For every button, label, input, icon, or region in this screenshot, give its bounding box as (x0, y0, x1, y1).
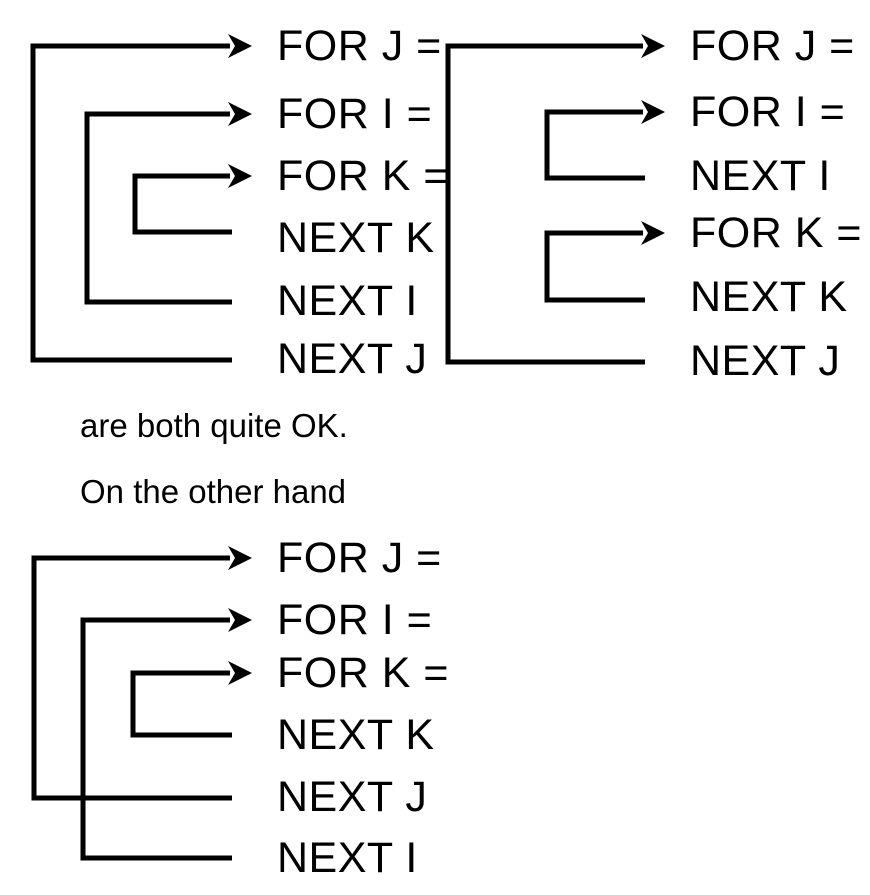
loop-bracket-i (84, 111, 232, 305)
code-line: NEXT I (277, 834, 418, 882)
loop-bracket-k (544, 230, 645, 303)
arrowhead-for-j (228, 546, 252, 570)
code-line: FOR J = (277, 22, 442, 70)
loop-bracket-i (544, 109, 645, 181)
code-line: FOR J = (690, 22, 855, 70)
loop-bracket-k (130, 670, 232, 738)
code-line: FOR J = (277, 534, 442, 582)
prose-line-on-the-other-hand: On the other hand (80, 473, 347, 510)
arrowhead-for-j (228, 34, 252, 58)
code-line: FOR I = (690, 88, 846, 136)
diagram-crossed-loops-jik: FOR J = FOR I = FOR K = NEXT K NEXT J NE… (0, 520, 450, 895)
arrowhead-for-i (228, 608, 252, 632)
code-line: FOR K = (277, 649, 449, 697)
code-line: FOR K = (277, 152, 449, 200)
code-line: FOR I = (277, 90, 433, 138)
code-line: NEXT K (277, 214, 435, 262)
arrowhead-for-j (641, 34, 665, 58)
arrowhead-for-k (641, 221, 665, 245)
arrowhead-for-i (641, 100, 665, 124)
loop-bracket-i (80, 617, 232, 861)
code-line: NEXT K (277, 711, 435, 759)
code-line: NEXT I (690, 152, 831, 200)
diagram-sequential-loops-j-i-k: FOR J = FOR I = NEXT I FOR K = NEXT K NE… (440, 0, 870, 400)
code-line: NEXT J (690, 337, 841, 385)
loop-bracket-j (445, 43, 645, 365)
arrowhead-for-k (228, 164, 252, 188)
code-line: FOR K = (690, 209, 862, 257)
code-line: NEXT J (277, 773, 428, 821)
diagram-nested-loops-jik: FOR J = FOR I = FOR K = NEXT K NEXT I NE… (0, 0, 448, 400)
code-line: NEXT I (277, 277, 418, 325)
loop-bracket-k (132, 173, 232, 235)
arrowhead-for-i (228, 102, 252, 126)
code-line: NEXT J (277, 335, 428, 383)
prose-line-both-quite-ok: are both quite OK. (80, 407, 348, 444)
loop-bracket-j (31, 555, 232, 801)
code-line: FOR I = (277, 596, 433, 644)
code-line: NEXT K (690, 273, 848, 321)
arrowhead-for-k (228, 661, 252, 685)
loop-bracket-j (30, 43, 232, 363)
